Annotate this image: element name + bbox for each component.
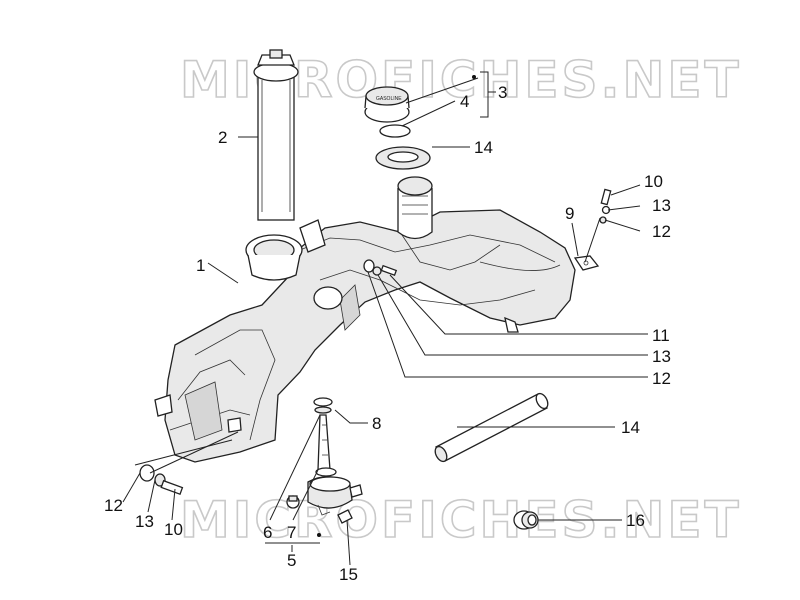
label-6: 6 [263, 523, 272, 542]
label-13-left: 13 [135, 512, 154, 531]
label-3: 3 [498, 83, 507, 102]
label-4: 4 [460, 92, 469, 111]
label-10-right: 10 [644, 172, 663, 191]
label-13-right: 13 [652, 196, 671, 215]
label-12-right: 12 [652, 222, 671, 241]
left-bolt-set [139, 464, 184, 496]
label-8: 8 [372, 414, 381, 433]
label-2: 2 [218, 128, 227, 147]
filler-rubber-ring [375, 146, 431, 170]
fuel-tap-assembly [286, 397, 363, 524]
leader-lines [122, 71, 648, 566]
label-16: 16 [626, 511, 645, 530]
watermark-bottom: MICROFICHES.NET [180, 491, 742, 549]
fuel-level-sender [253, 49, 299, 221]
label-14-hose: 14 [621, 418, 640, 437]
label-5: 5 [287, 551, 296, 570]
label-10-left: 10 [164, 520, 183, 539]
label-12-mid: 12 [652, 369, 671, 388]
grommet [513, 510, 539, 530]
right-bolt-assembly [573, 188, 612, 271]
label-11: 11 [652, 326, 670, 345]
label-15: 15 [339, 565, 358, 584]
cap-text: GASOLINE [376, 96, 402, 102]
label-7: 7 [287, 523, 296, 542]
callout-labels: 2 1 3 4 14 10 13 12 9 11 13 12 8 14 12 1… [104, 83, 671, 584]
label-1: 1 [196, 256, 205, 275]
fuel-tank [154, 176, 576, 463]
label-13-mid: 13 [652, 347, 671, 366]
label-12-left: 12 [104, 496, 123, 515]
label-14-top: 14 [474, 138, 493, 157]
middle-bolt-set [363, 259, 398, 277]
label-9: 9 [565, 204, 574, 223]
fuel-cap: GASOLINE [364, 86, 410, 123]
cap-gasket [379, 124, 411, 138]
